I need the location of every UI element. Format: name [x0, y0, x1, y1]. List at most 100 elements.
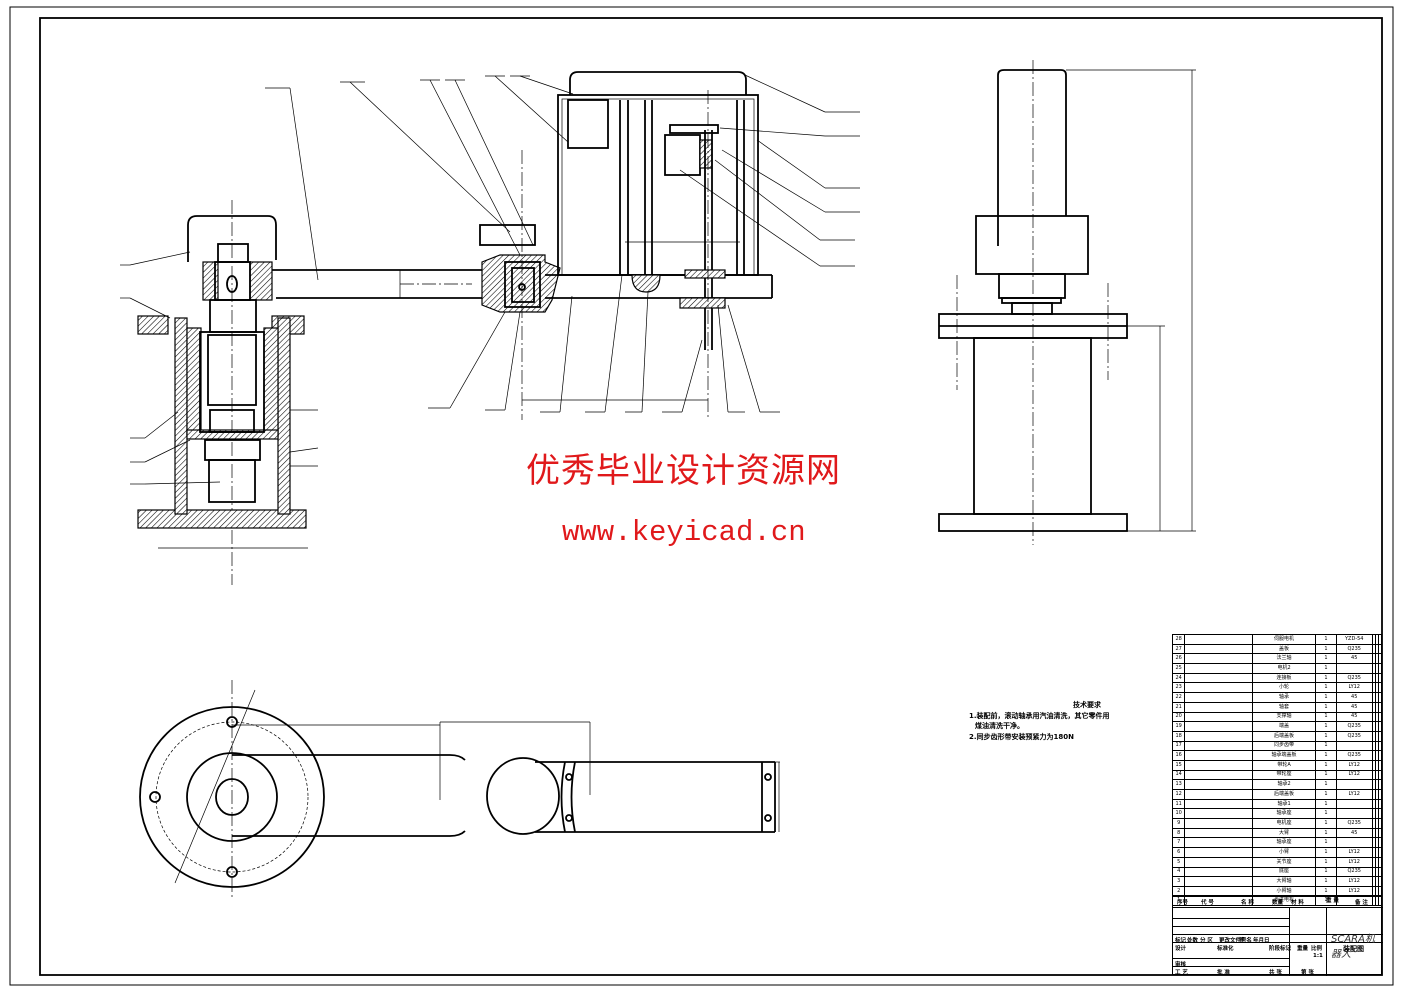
bom-cell-qty: 1 [1315, 847, 1337, 858]
bom-cell-material: Q235 [1335, 866, 1373, 878]
technical-requirement-1-cont: 煤油清洗干净。 [975, 722, 1024, 730]
bom-cell-code [1184, 827, 1253, 839]
bom-cell-code [1184, 701, 1253, 713]
bom-cell-qty: 1 [1315, 876, 1337, 887]
bom-cell-name: 带轮A [1251, 759, 1317, 771]
bom-cell-qty: 1 [1315, 682, 1337, 694]
bom-cell-material: 45 [1335, 653, 1373, 665]
bom-cell-qty: 1 [1315, 837, 1337, 849]
bom-cell-remark [1377, 701, 1383, 713]
tb-label-count: 处数 [1187, 938, 1199, 944]
bom-cell-name: 同步齿带 [1251, 740, 1317, 752]
bom-cell-material: LY12 [1335, 759, 1373, 771]
bom-cell-no: 6 [1171, 847, 1186, 858]
tb-label-design: 设计 [1175, 946, 1187, 952]
inner-border [39, 17, 1383, 976]
bom-cell-code [1184, 818, 1253, 829]
bom-cell-no: 17 [1171, 740, 1186, 752]
bom-cell-material: Q235 [1335, 672, 1373, 684]
bom-cell-qty: 1 [1315, 798, 1337, 810]
bom-cell-remark [1377, 692, 1383, 703]
bom-header-name: 名 称 [1241, 900, 1254, 906]
bom-cell-name: 后端盖板 [1251, 730, 1317, 742]
bom-cell-material [1335, 798, 1373, 810]
bom-cell-name: 轴承座 [1251, 837, 1317, 849]
drawing-subtitle: 装配图 [1343, 945, 1364, 953]
bom-cell-material: LY12 [1335, 682, 1373, 694]
tb-label-sheet-no: 第 张 [1301, 970, 1314, 976]
bom-header-remark: 备 注 [1355, 900, 1368, 906]
bom-cell-qty: 1 [1315, 730, 1337, 742]
bom-cell-code [1184, 856, 1253, 868]
bom-cell-code [1184, 798, 1253, 810]
bom-cell-remark [1377, 643, 1383, 655]
bom-cell-material: LY12 [1335, 876, 1373, 887]
tb-label-mark: 标记 [1175, 938, 1187, 944]
bom-cell-remark [1377, 827, 1383, 839]
bom-cell-material: LY12 [1335, 769, 1373, 781]
bom-cell-code [1184, 643, 1253, 655]
bom-cell-no: 7 [1171, 837, 1186, 849]
bom-cell-remark [1377, 634, 1383, 645]
bom-cell-code [1184, 895, 1253, 907]
bom-cell-qty: 1 [1315, 827, 1337, 839]
bom-header-qty: 数量 [1272, 900, 1284, 906]
bom-cell-qty: 1 [1315, 856, 1337, 868]
bom-cell-remark [1377, 672, 1383, 684]
drawing-title: SCARA机器人 [1331, 934, 1375, 960]
bom-cell-code [1184, 740, 1253, 752]
bom-cell-no: 21 [1171, 701, 1186, 713]
bom-cell-qty: 1 [1315, 750, 1337, 761]
bom-cell-no: 9 [1171, 818, 1186, 829]
bom-cell-name: 盖板 [1251, 643, 1317, 655]
bom-cell-name: 关节座 [1251, 856, 1317, 868]
bom-cell-name: 大臂轴 [1251, 876, 1317, 887]
bom-cell-no: 4 [1171, 866, 1186, 878]
bom-cell-material: 45 [1335, 692, 1373, 703]
bom-cell-code [1184, 721, 1253, 732]
bom-header-material: 材 料 [1291, 900, 1304, 906]
bom-cell-material: LY12 [1335, 847, 1373, 858]
bom-cell-material: 45 [1335, 701, 1373, 713]
bom-cell-no: 12 [1171, 789, 1186, 800]
watermark-site-name: 优秀毕业设计资源网 [526, 451, 841, 491]
bom-cell-no: 13 [1171, 779, 1186, 790]
bom-cell-code [1184, 653, 1253, 665]
tb-label-sign: 签 名 [1239, 938, 1252, 944]
bom-cell-remark [1377, 711, 1383, 723]
front-section-view [137, 71, 773, 585]
bom-cell-material: LY12 [1335, 856, 1373, 868]
bom-cell-remark [1377, 876, 1383, 887]
tb-label-review: 审核 [1175, 962, 1187, 968]
bom-cell-name: 轴承座 [1251, 808, 1317, 820]
bom-cell-remark [1377, 759, 1383, 771]
bom-cell-name: 轴承 [1251, 692, 1317, 703]
bom-cell-material: 45 [1335, 827, 1373, 839]
part-leader-lines [120, 74, 860, 485]
bom-cell-qty: 1 [1315, 808, 1337, 820]
bom-cell-code [1184, 750, 1253, 761]
tb-label-sheets: 共 张 [1269, 970, 1282, 976]
tb-label-approve: 批 准 [1217, 970, 1230, 976]
bom-cell-material [1335, 740, 1373, 752]
bom-cell-name: 电机座 [1251, 818, 1317, 829]
bom-cell-name: 法兰轴 [1251, 653, 1317, 665]
bom-cell-code [1184, 876, 1253, 887]
